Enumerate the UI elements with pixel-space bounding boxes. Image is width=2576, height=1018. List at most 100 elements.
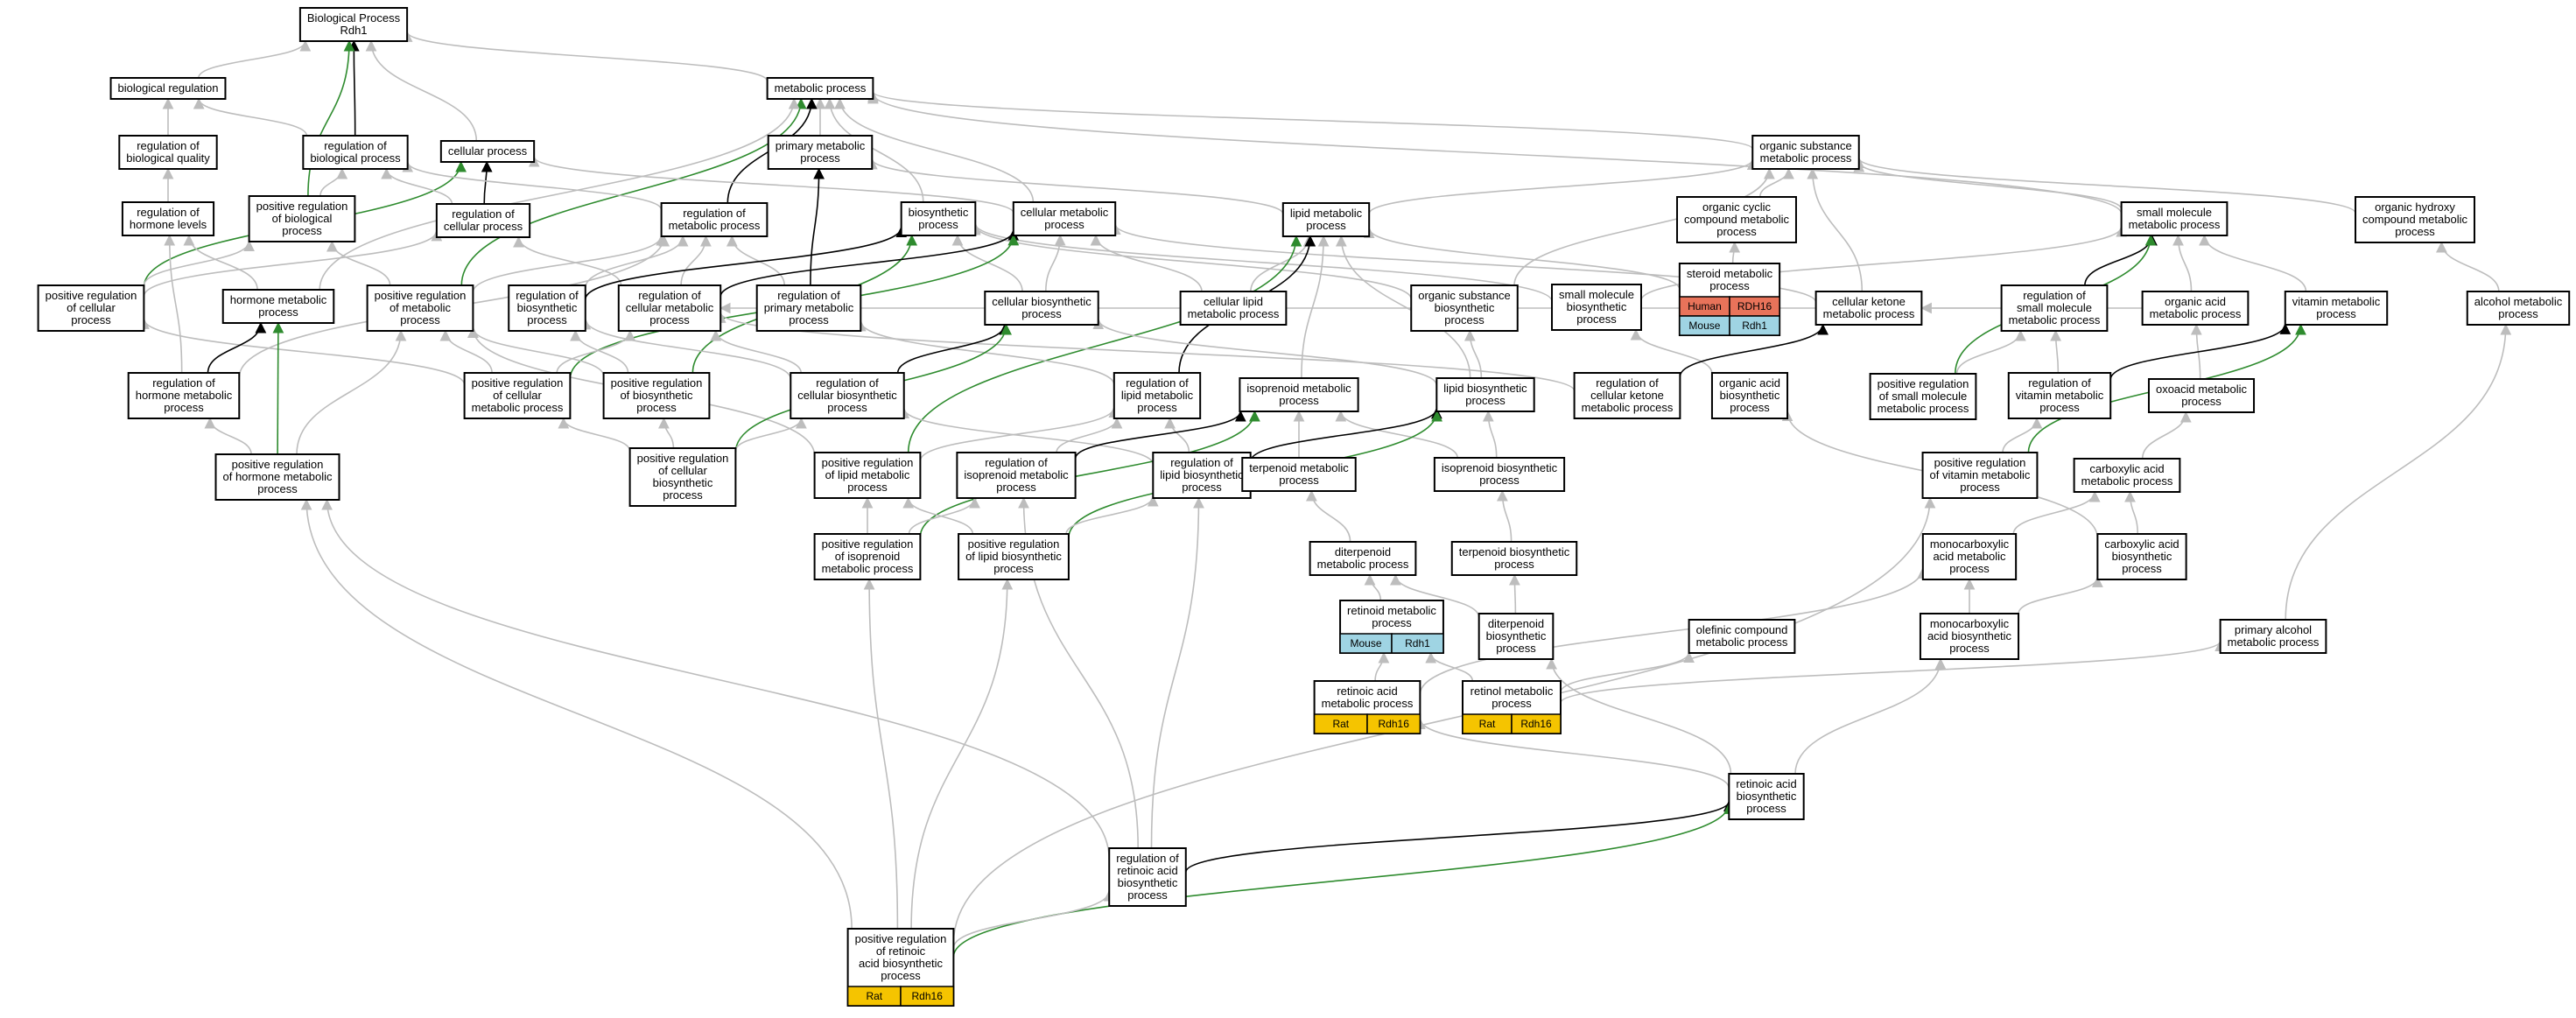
edge-line xyxy=(204,417,252,455)
go-term-box xyxy=(813,452,922,499)
go-term-label: process xyxy=(527,313,567,326)
go-term-box xyxy=(1152,452,1252,499)
edge-line xyxy=(1090,234,1203,292)
edge-posregretacid-to-regretacid xyxy=(952,889,1115,949)
gene-label: RDH16 xyxy=(1737,300,1772,312)
go-term-label: metabolic process xyxy=(1878,402,1969,415)
go-term-label: cellular metabolic xyxy=(1021,206,1109,219)
go-term-box xyxy=(1179,291,1288,326)
go-term-box xyxy=(1113,372,1202,419)
edge-line xyxy=(834,97,1035,203)
go-term-box xyxy=(2120,201,2229,236)
go-term-label: regulation of xyxy=(137,139,200,152)
edge-line xyxy=(1092,318,1438,386)
go-term-label: diterpenoid xyxy=(1335,545,1391,558)
edge-vitmet-to-smallmol xyxy=(2199,234,2307,292)
go-term-label: Rdh1 xyxy=(340,24,367,37)
edge-line xyxy=(1414,718,1730,789)
edge-line xyxy=(319,97,800,291)
go-term-label: biosynthetic xyxy=(2112,550,2172,563)
species-label: Mouse xyxy=(1351,637,1382,649)
edge-line xyxy=(1249,407,1442,462)
edge-line xyxy=(164,234,183,374)
edge-line xyxy=(1560,651,1695,693)
edge-line xyxy=(307,39,355,197)
edge-regretacid-to-posreghorm xyxy=(321,498,1110,860)
edge-posregmet-to-metab xyxy=(460,97,807,286)
go-term-label: metabolic process xyxy=(1760,151,1852,165)
edge-line xyxy=(143,229,443,297)
go-term-box xyxy=(755,284,862,332)
go-term-label: hormone levels xyxy=(130,218,207,231)
gene-cell xyxy=(1366,713,1421,734)
go-term-label: biosynthetic xyxy=(653,476,713,489)
edge-line xyxy=(951,234,1023,292)
go-term-label: biosynthetic xyxy=(909,206,969,219)
edge-line xyxy=(1853,160,2123,210)
go-term-label: olefinic compound xyxy=(1696,623,1788,636)
gene-label: Rdh1 xyxy=(1742,319,1767,332)
edge-lipmet-to-orgsub xyxy=(1368,158,1758,214)
go-term-label: process xyxy=(1182,481,1222,494)
edge-line xyxy=(2172,234,2193,292)
go-term-label: organic hydroxy xyxy=(2375,200,2455,214)
edge-smallmolbio-to-smallmol xyxy=(1640,225,2127,301)
go-term-label: of retinoic xyxy=(876,944,926,958)
edge-line xyxy=(1335,235,1471,379)
go-term-box xyxy=(2000,284,2109,332)
go-term-box xyxy=(1728,773,1805,820)
go-term-label: primary metabolic xyxy=(776,139,866,152)
go-term-label: isoprenoid metabolic xyxy=(1246,382,1351,395)
edge-line xyxy=(810,167,825,286)
edge-posreghorm-to-hormmet xyxy=(272,321,284,455)
edge-line xyxy=(207,321,267,374)
go-term-label: carboxylic acid xyxy=(2089,462,2164,475)
edge-posregsmall-to-regsmall xyxy=(1955,329,2026,375)
go-term-label: process xyxy=(1576,312,1617,326)
edge-posregretacid-to-posregiso xyxy=(863,578,899,930)
edge-line xyxy=(401,31,769,82)
edge-posreglip-to-lipmet xyxy=(907,235,1302,453)
edge-steroid-to-lipmet xyxy=(1363,227,1681,290)
edge-regcellbiosyn-to-regbiosyn xyxy=(579,318,792,380)
go-term-label: positive regulation xyxy=(822,456,914,469)
go-term-label: process xyxy=(1730,401,1770,414)
go-term-box xyxy=(602,372,711,419)
edge-carbacid-to-oxoacid xyxy=(2141,411,2192,460)
go-term-label: process xyxy=(1279,394,1319,407)
edge-line xyxy=(726,235,785,286)
edge-line xyxy=(513,235,622,286)
go-term-box xyxy=(1309,541,1417,576)
go-term-label: process xyxy=(1960,481,2000,494)
edge-line xyxy=(658,417,675,449)
go-term-box xyxy=(984,291,1099,326)
go-term-label: biosynthetic xyxy=(1567,300,1627,313)
go-term-label: process xyxy=(1494,558,1534,571)
go-term-label: biological quality xyxy=(126,151,210,165)
go-term-box xyxy=(1551,284,1642,331)
go-term-box xyxy=(2355,196,2475,243)
edge-line xyxy=(193,97,308,137)
go-term-label: retinoic acid xyxy=(1117,864,1177,877)
go-term-label: process xyxy=(257,482,298,495)
go-term-label: lipid metabolic xyxy=(1121,389,1194,402)
edge-line xyxy=(183,234,258,291)
edge-posregcellmet-to-posregmet xyxy=(439,329,493,374)
go-term-box xyxy=(2073,458,2181,493)
